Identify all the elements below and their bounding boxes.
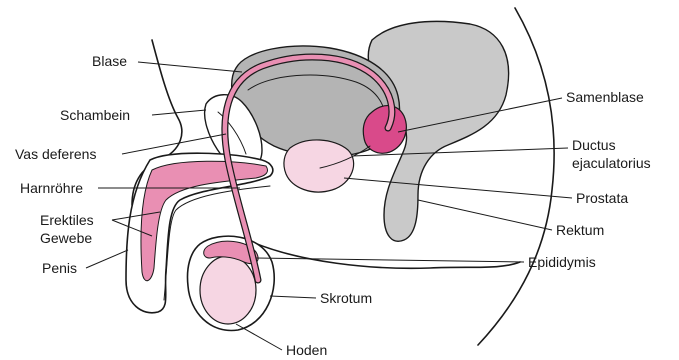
label-samenblase: Samenblase bbox=[566, 89, 644, 105]
leader-prostata bbox=[344, 178, 572, 198]
leader-epididymis bbox=[256, 258, 524, 262]
leader-hoden bbox=[236, 324, 282, 350]
leader-blase bbox=[138, 62, 242, 72]
perineum-outline bbox=[252, 242, 520, 268]
label-epididymis: Epididymis bbox=[528, 254, 596, 270]
label-ductus-line2: ejaculatorius bbox=[572, 155, 651, 171]
label-hoden: Hoden bbox=[286, 342, 327, 358]
label-prostata: Prostata bbox=[576, 190, 628, 206]
testis-shape bbox=[200, 256, 256, 324]
label-erektiles-line1: Erektiles bbox=[40, 212, 94, 228]
leader-rektum bbox=[418, 200, 552, 230]
label-vas-deferens: Vas deferens bbox=[15, 146, 96, 162]
label-schambein: Schambein bbox=[60, 107, 130, 123]
label-erektiles-line2: Gewebe bbox=[40, 230, 92, 246]
label-skrotum: Skrotum bbox=[320, 290, 372, 306]
prostate-shape bbox=[284, 140, 354, 192]
leader-schambein bbox=[152, 110, 206, 115]
label-blase: Blase bbox=[92, 53, 127, 69]
label-harnroehre: Harnröhre bbox=[20, 180, 83, 196]
leader-skrotum bbox=[270, 296, 316, 298]
label-penis: Penis bbox=[42, 260, 77, 276]
label-ductus-line1: Ductus bbox=[572, 137, 616, 153]
leader-penis bbox=[86, 250, 128, 268]
label-rektum: Rektum bbox=[556, 222, 604, 238]
